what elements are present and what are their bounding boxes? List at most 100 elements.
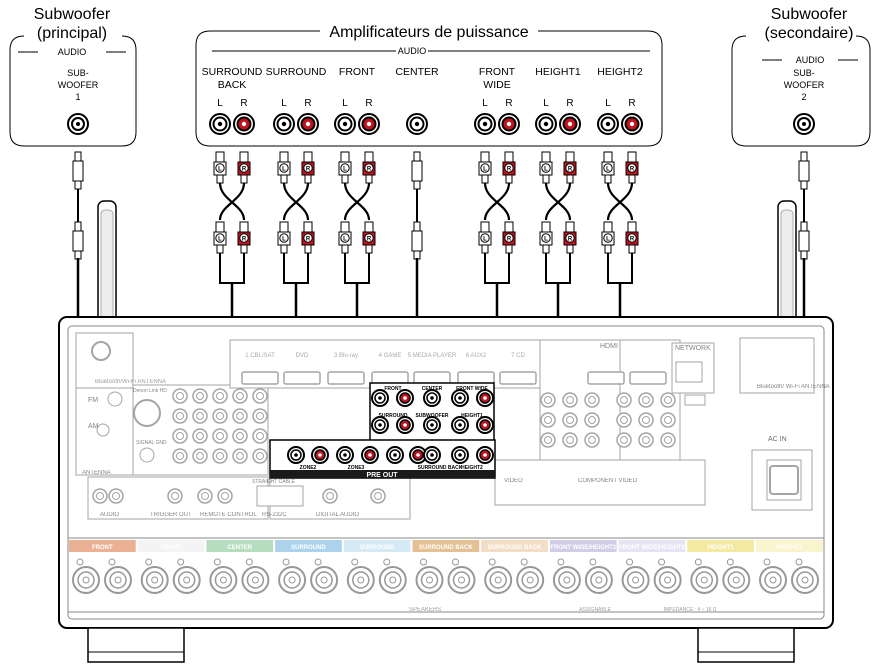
pre-out-jack-0[interactable] (371, 389, 389, 407)
speaker-binding-post-0-0[interactable] (72, 558, 100, 594)
subwoofer-secondary-jack-label-2: WOOFER (784, 80, 825, 90)
faded-jack-5 (172, 408, 188, 424)
pre-out-jack-6[interactable] (396, 416, 414, 434)
assignable-label: ASSIGNABLE (579, 607, 611, 613)
subwoofer-main-jack-label-2: WOOFER (58, 80, 99, 90)
speaker-binding-post-3-1[interactable] (310, 558, 339, 594)
cable-plug-top-l-0: L (213, 151, 227, 184)
pre-out-jack-17[interactable] (451, 446, 469, 464)
speaker-binding-post-0-1[interactable] (104, 558, 132, 594)
amp-jack-left-2[interactable] (334, 113, 356, 135)
amp-jack-left-1[interactable] (273, 113, 295, 135)
faded-jack-38 (92, 488, 108, 504)
amp-jack-right-2[interactable] (358, 113, 380, 135)
antenna-left-label: Bluetooth/Wi-Fi ANTENNA (95, 379, 166, 385)
speaker-binding-post-2-0[interactable] (209, 558, 238, 594)
faded-jack-29 (616, 412, 632, 428)
pre-out-jack-1[interactable] (396, 389, 414, 407)
hdmi-port-5[interactable] (457, 371, 495, 385)
subwoofer-main-title-2: (principal) (37, 25, 107, 42)
cable-plug-bottom-r-4-letter: R (507, 237, 512, 243)
amp-jack-right-0[interactable] (233, 113, 255, 135)
faded-jack-40 (167, 488, 183, 504)
cable-plug-bottom-l-1-letter: L (282, 237, 286, 243)
cable-plug-top-r-6: R (625, 151, 639, 184)
amp-jack-left-5[interactable] (535, 113, 557, 135)
speaker-binding-post-10-0[interactable] (759, 558, 787, 594)
speaker-binding-post-6-1[interactable] (516, 558, 545, 594)
amp-jack-left-6[interactable] (597, 113, 619, 135)
hdmi-port-6[interactable] (499, 371, 537, 385)
speaker-binding-post-9-0[interactable] (690, 558, 719, 594)
cable-plug-bottom-r-0: R (237, 221, 251, 254)
cable-plug-bottom-l-2: L (338, 221, 352, 254)
hdmi-port-0[interactable] (241, 371, 279, 385)
cable-plug-bottom-r-1: R (301, 221, 315, 254)
speaker-binding-post-4-0[interactable] (346, 558, 375, 594)
pre-out-jack-14[interactable] (386, 446, 404, 464)
pre-out-jack-10[interactable] (287, 446, 305, 464)
pre-out-label: PRE OUT (366, 472, 398, 479)
faded-jack-9 (252, 408, 268, 424)
pre-out-jack-12[interactable] (336, 446, 354, 464)
pre-out-jack-label-7: ZONE3 (348, 465, 365, 471)
pre-out-jack-3[interactable] (451, 389, 469, 407)
speaker-binding-post-4-1[interactable] (378, 558, 407, 594)
audio-label: AUDIO (100, 512, 119, 518)
hdmi-port-2[interactable] (327, 371, 365, 385)
speaker-binding-post-8-0[interactable] (621, 558, 650, 594)
pre-out-jack-13[interactable] (361, 446, 379, 464)
video-label: VIDEO (504, 478, 523, 484)
speaker-binding-post-8-1[interactable] (653, 558, 682, 594)
pre-out-jack-11[interactable] (311, 446, 329, 464)
speaker-group-label-3: SURROUND (291, 545, 326, 551)
pre-out-jack-5[interactable] (371, 416, 389, 434)
cable-plug-bottom-l-6: L (601, 221, 615, 254)
speaker-binding-post-6-0[interactable] (484, 558, 513, 594)
amp-jack-right-6[interactable] (621, 113, 643, 135)
faded-jack-2 (212, 388, 228, 404)
hdmi-port-4[interactable] (413, 371, 451, 385)
subwoofer-main-jack-label-1: SUB- (67, 68, 89, 78)
speaker-binding-post-1-1[interactable] (172, 558, 201, 594)
cable-plug-bottom-r-5: R (563, 221, 577, 254)
pre-out-jack-15[interactable] (409, 446, 427, 464)
hdmi-port-3[interactable] (371, 371, 409, 385)
amp-jack-right-1[interactable] (297, 113, 319, 135)
signal-gnd-label: SIGNAL GND (136, 440, 167, 446)
cable-plug-top-l-6-letter: L (606, 167, 610, 173)
faded-jack-36 (638, 432, 654, 448)
amp-jack-right-5[interactable] (559, 113, 581, 135)
amp-jack-left-4[interactable] (474, 113, 496, 135)
cable-plug-top-r-4: R (502, 151, 516, 184)
amp-jack-left-0[interactable] (209, 113, 231, 135)
speaker-binding-post-1-0[interactable] (140, 558, 169, 594)
speaker-binding-post-7-0[interactable] (552, 558, 581, 594)
subwoofer-main-audio-label: AUDIO (58, 47, 87, 57)
speaker-binding-post-10-1[interactable] (791, 558, 819, 594)
pre-out-jack-18[interactable] (476, 446, 494, 464)
pre-out-jack-4[interactable] (476, 389, 494, 407)
pre-out-jack-16[interactable] (423, 446, 441, 464)
pre-out-jack-7[interactable] (423, 416, 441, 434)
amp-jack-right-4[interactable] (498, 113, 520, 135)
pre-out-jack-label-9: HEIGHT2 (461, 465, 483, 471)
pre-out-jack-8[interactable] (451, 416, 469, 434)
speaker-binding-post-3-0[interactable] (278, 558, 307, 594)
speaker-binding-post-9-1[interactable] (722, 558, 751, 594)
pre-out-jack-2[interactable] (423, 389, 441, 407)
speaker-binding-post-2-1[interactable] (241, 558, 270, 594)
speaker-binding-post-5-0[interactable] (415, 558, 444, 594)
cable-plug-bottom-l-6-letter: L (606, 237, 610, 243)
hdmi-port-label-4: 5 MEDIA PLAYER (408, 353, 457, 359)
faded-jack-14 (252, 428, 268, 444)
subwoofer-secondary-jack[interactable] (793, 113, 815, 135)
hdmi-port-1[interactable] (283, 371, 321, 385)
speaker-binding-post-7-1[interactable] (584, 558, 613, 594)
pre-out-jack-9[interactable] (476, 416, 494, 434)
cable-plug-top-l-5-letter: L (544, 167, 548, 173)
speaker-binding-post-5-1[interactable] (447, 558, 476, 594)
amp-jack-center[interactable] (406, 113, 428, 135)
subwoofer-main-jack[interactable] (67, 113, 89, 135)
